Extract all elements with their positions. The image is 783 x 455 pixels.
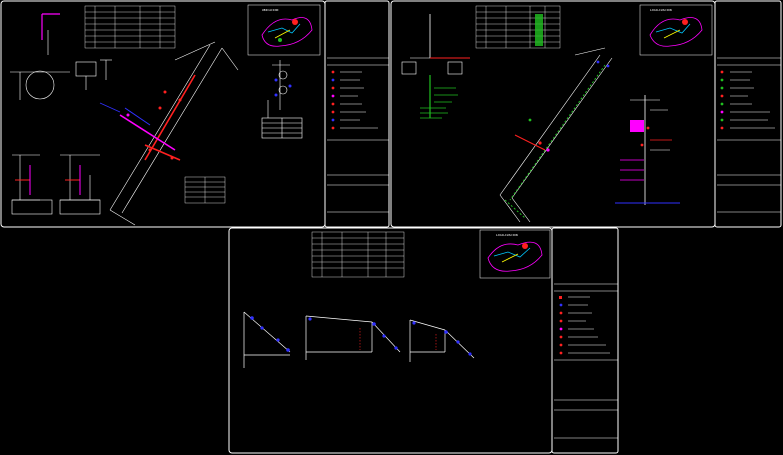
sheet-1-route-markers <box>126 90 182 160</box>
sheet-2-legend <box>717 57 781 213</box>
sheet-2-green-notes <box>420 87 458 119</box>
sheet-1-data-table <box>84 5 176 49</box>
sheet-1-border <box>0 0 326 228</box>
sheet-1-schedule-table <box>184 176 226 204</box>
sheet-1-right-colored <box>274 78 292 97</box>
sheet-2-right-details <box>615 95 680 205</box>
sheet-1-bottom-left-colored <box>15 165 81 195</box>
sheet-1: UBICACION <box>0 0 390 228</box>
sheet-2-right-markers <box>640 126 650 147</box>
sheet-2-border <box>390 0 716 228</box>
sheet-3-profile-markers <box>250 316 472 356</box>
sheet-3-data-table <box>311 231 405 278</box>
sheet-3-legend <box>554 283 618 439</box>
sheet-1-location-map: UBICACION <box>247 4 321 56</box>
sheet-3-titlebar-border <box>551 227 619 454</box>
sheet-1-riser-detail <box>41 13 60 55</box>
sheet-1-legend <box>327 57 389 213</box>
sheet-2-data-table <box>475 5 561 49</box>
sheet-2-titlebar-border <box>714 0 782 228</box>
sheet-3-profile-dashes <box>359 328 437 350</box>
sheet-2-route-markers <box>528 60 610 152</box>
sheet-1-location-label: UBICACION <box>262 8 278 12</box>
sheet-2-riser-detail <box>401 14 470 118</box>
sheet-2-table-highlight <box>535 14 543 46</box>
sheet-1-left-details <box>10 59 112 215</box>
sheet-2-location-map: LOCALIZACION <box>639 4 713 56</box>
sheet-3-location-map: LOCALIZACION <box>479 229 551 279</box>
sheet-1-right-details <box>261 60 303 139</box>
sheet-3-location-label: LOCALIZACION <box>496 233 518 237</box>
sheet-2-main-route <box>499 47 613 223</box>
sheet-3: LOCALIZACION <box>228 227 619 454</box>
sheet-2: LOCALIZACION <box>390 0 782 228</box>
sheet-2-location-label: LOCALIZACION <box>650 8 672 12</box>
sheet-1-titlebar-border <box>324 0 390 228</box>
sheet-1-main-route <box>99 41 239 226</box>
